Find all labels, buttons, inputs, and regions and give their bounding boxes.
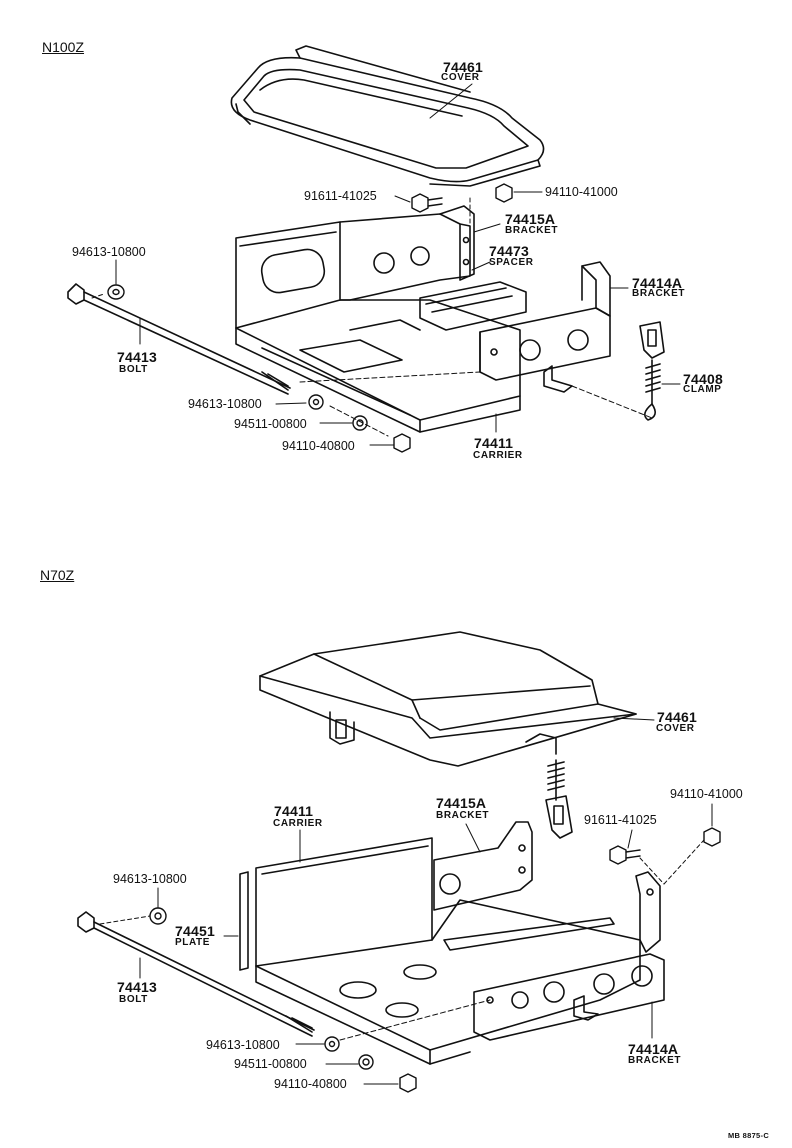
- part-name-bracket-74414a: BRACKET: [632, 288, 686, 299]
- n70z-cover-shape: [259, 631, 637, 839]
- n70z-part-number-bolt: 74413: [117, 979, 157, 995]
- n70z-bolt-shape: [77, 911, 315, 1037]
- part-name-bolt: BOLT: [119, 364, 148, 375]
- n70z-part-number-bracket-74414a: 74414A: [628, 1041, 679, 1057]
- part-name-carrier: CARRIER: [473, 450, 523, 461]
- part-name-clamp: CLAMP: [683, 384, 722, 395]
- part-number-cover: 74461: [443, 59, 483, 75]
- n70z-part-number-plate: 74451: [175, 923, 215, 939]
- n70z-part-name-bolt: BOLT: [119, 994, 148, 1005]
- part-number-spacer: 74473: [489, 243, 529, 259]
- n70z-bracket-74414a-shape: [473, 871, 665, 1041]
- fastener-94613-10800-top: 94613-10800: [72, 245, 146, 259]
- part-name-cover: COVER: [441, 72, 480, 83]
- part-name-bracket-74415a: BRACKET: [505, 225, 559, 236]
- n70z-part-number-bracket-74415a: 74415A: [436, 795, 487, 811]
- n70z-part-name-bracket-74415a: BRACKET: [436, 810, 490, 821]
- fastener-91611-41025: 91611-41025: [304, 189, 377, 203]
- n100z-leader-lines: [91, 83, 681, 446]
- n70z-part-number-cover: 74461: [657, 709, 697, 725]
- part-number-carrier: 74411: [474, 435, 514, 451]
- fastener-94511-00800: 94511-00800: [234, 417, 307, 431]
- n70z-part-number-carrier: 74411: [274, 803, 314, 819]
- section-title-n70z: N70Z: [40, 567, 75, 583]
- n70z-part-name-carrier: CARRIER: [273, 818, 323, 829]
- n100z-cover-shape: [230, 45, 545, 187]
- n70z-fastener-94511-00800: 94511-00800: [234, 1057, 307, 1071]
- n70z-leader-lines: [99, 717, 713, 1085]
- part-number-clamp: 74408: [683, 371, 723, 387]
- n70z-hardware-shapes: [149, 827, 721, 1093]
- n70z-fastener-91611-41025: 91611-41025: [584, 813, 657, 827]
- n70z-carrier-shape: [239, 821, 641, 1065]
- part-number-bracket-74415a: 74415A: [505, 211, 556, 227]
- n70z-fastener-94110-40800: 94110-40800: [274, 1077, 347, 1091]
- n70z-part-name-cover: COVER: [656, 723, 695, 734]
- part-number-bracket-74414a: 74414A: [632, 275, 683, 291]
- part-name-spacer: SPACER: [489, 257, 534, 268]
- section-title-n100z: N100Z: [42, 39, 85, 55]
- n100z-hardware-shapes: [107, 183, 513, 453]
- n100z-clamp-shape: [639, 321, 665, 421]
- fastener-94110-40800: 94110-40800: [282, 439, 355, 453]
- part-number-bolt: 74413: [117, 349, 157, 365]
- n100z-carrier-shape: [235, 205, 527, 433]
- fastener-94110-41000: 94110-41000: [545, 185, 618, 199]
- n70z-part-name-bracket-74414a: BRACKET: [628, 1055, 682, 1066]
- n70z-part-name-plate: PLATE: [175, 937, 211, 948]
- n70z-fastener-94613-10800-top: 94613-10800: [113, 872, 187, 886]
- n100z-bolt-shape: [67, 283, 291, 395]
- n70z-fastener-94110-41000: 94110-41000: [670, 787, 743, 801]
- n70z-fastener-94613-10800-lower: 94613-10800: [206, 1038, 280, 1052]
- drawing-code: MB 8875-C: [728, 1131, 770, 1140]
- fastener-94613-10800-lower: 94613-10800: [188, 397, 262, 411]
